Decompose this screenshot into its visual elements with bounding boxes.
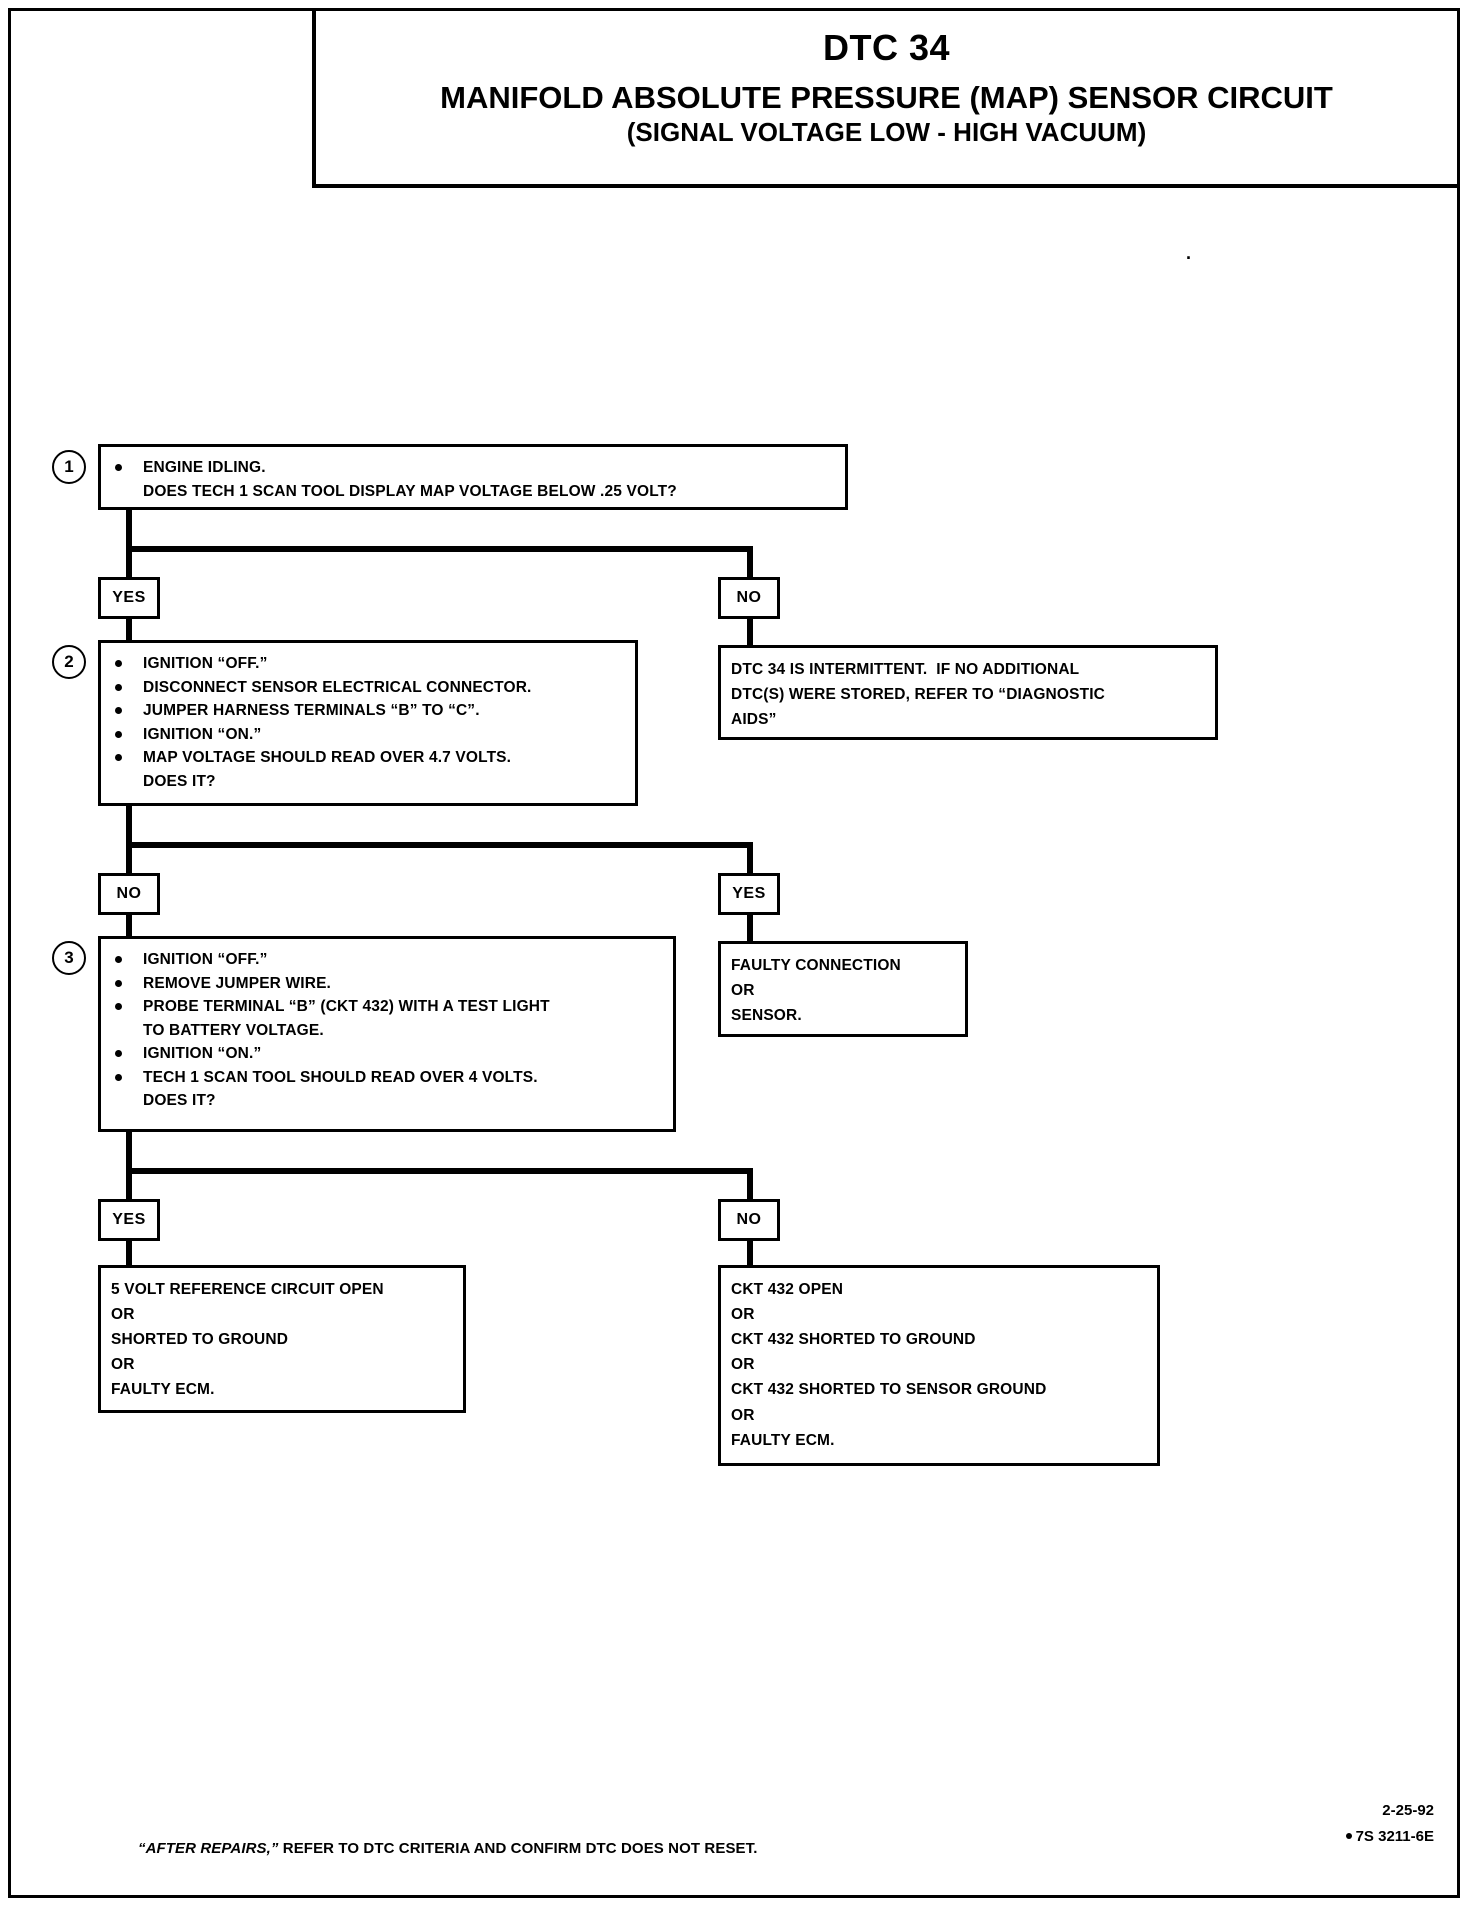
branch-yes-step1: YES bbox=[98, 577, 160, 619]
result-line: DTC(S) WERE STORED, REFER TO “DIAGNOSTIC bbox=[731, 686, 1105, 704]
result-line: AIDS” bbox=[731, 711, 777, 729]
result-line: OR bbox=[731, 1406, 755, 1424]
result-ckt432-text: CKT 432 OPEN OR CKT 432 SHORTED TO GROUN… bbox=[731, 1277, 1147, 1453]
footer-code: 7S 3211-6E bbox=[1345, 1826, 1434, 1849]
result-line: CKT 432 SHORTED TO SENSOR GROUND bbox=[731, 1381, 1047, 1399]
branch-no-step1: NO bbox=[718, 577, 780, 619]
step-2-bullet: DISCONNECT SENSOR ELECTRICAL CONNECTOR. bbox=[111, 676, 625, 700]
result-line: FAULTY ECM. bbox=[111, 1381, 215, 1399]
step-2-bullet: MAP VOLTAGE SHOULD READ OVER 4.7 VOLTS. … bbox=[111, 746, 625, 793]
connector-step3-split bbox=[126, 1168, 753, 1174]
step-3-bullet: PROBE TERMINAL “B” (CKT 432) WITH A TEST… bbox=[111, 995, 663, 1042]
result-ckt432-box: CKT 432 OPEN OR CKT 432 SHORTED TO GROUN… bbox=[718, 1265, 1160, 1466]
step-3-box: IGNITION “OFF.” REMOVE JUMPER WIRE. PROB… bbox=[98, 936, 676, 1132]
result-line: DTC 34 IS INTERMITTENT. IF NO ADDITIONAL bbox=[731, 661, 1080, 678]
chart-title: MANIFOLD ABSOLUTE PRESSURE (MAP) SENSOR … bbox=[440, 80, 1333, 115]
result-faulty-connection-text: FAULTY CONNECTION OR SENSOR. bbox=[731, 953, 955, 1028]
branch-no-step3: NO bbox=[718, 1199, 780, 1241]
step-1-box: ENGINE IDLING. DOES TECH 1 SCAN TOOL DIS… bbox=[98, 444, 848, 510]
connector-step1-down bbox=[126, 510, 132, 552]
connector-step2-down bbox=[126, 806, 132, 848]
result-line: CKT 432 OPEN bbox=[731, 1281, 844, 1298]
result-5volt-reference-text: 5 VOLT REFERENCE CIRCUIT OPEN OR SHORTED… bbox=[111, 1277, 453, 1403]
step-3-bullet: IGNITION “ON.” bbox=[111, 1042, 663, 1066]
footer-note: “AFTER REPAIRS,” REFER TO DTC CRITERIA A… bbox=[138, 1840, 758, 1857]
connector-step3-no-down bbox=[747, 1168, 753, 1200]
step-3-bullet: IGNITION “OFF.” bbox=[111, 948, 663, 972]
step-2-box: IGNITION “OFF.” DISCONNECT SENSOR ELECTR… bbox=[98, 640, 638, 806]
step-1-number: 1 bbox=[52, 450, 86, 484]
step-3-bullet: TECH 1 SCAN TOOL SHOULD READ OVER 4 VOLT… bbox=[111, 1066, 663, 1113]
result-intermittent-box: DTC 34 IS INTERMITTENT. IF NO ADDITIONAL… bbox=[718, 645, 1218, 740]
result-faulty-connection-box: FAULTY CONNECTION OR SENSOR. bbox=[718, 941, 968, 1037]
step-3-bullet-list: IGNITION “OFF.” REMOVE JUMPER WIRE. PROB… bbox=[111, 948, 663, 1113]
chart-header: DTC 34 MANIFOLD ABSOLUTE PRESSURE (MAP) … bbox=[312, 11, 1457, 188]
result-line: CKT 432 SHORTED TO GROUND bbox=[731, 1331, 976, 1349]
result-line: OR bbox=[731, 982, 755, 1000]
step-3-number: 3 bbox=[52, 941, 86, 975]
connector-step2-no-down bbox=[126, 842, 132, 874]
footer-note-italic: “AFTER REPAIRS,” bbox=[138, 1840, 279, 1857]
result-5volt-reference-box: 5 VOLT REFERENCE CIRCUIT OPEN OR SHORTED… bbox=[98, 1265, 466, 1413]
result-line: 5 VOLT REFERENCE CIRCUIT OPEN bbox=[111, 1281, 384, 1298]
bullet-dot-icon bbox=[1345, 1833, 1352, 1839]
step-2-bullet: JUMPER HARNESS TERMINALS “B” TO “C”. bbox=[111, 699, 625, 723]
result-line: SHORTED TO GROUND bbox=[111, 1331, 289, 1349]
connector-step2-yes-down bbox=[747, 842, 753, 874]
connector-no1-to-intermittent bbox=[747, 617, 753, 647]
dtc-code: DTC 34 bbox=[822, 27, 951, 68]
connector-step1-yes-down bbox=[126, 546, 132, 578]
step-2-number: 2 bbox=[52, 645, 86, 679]
result-line: OR bbox=[731, 1356, 755, 1374]
step-2-bullet-list: IGNITION “OFF.” DISCONNECT SENSOR ELECTR… bbox=[111, 652, 625, 793]
connector-yes2-to-faulty bbox=[747, 913, 753, 943]
result-line: OR bbox=[111, 1356, 135, 1374]
connector-step3-yes-down bbox=[126, 1168, 132, 1200]
result-intermittent-text: DTC 34 IS INTERMITTENT. IF NO ADDITIONAL… bbox=[731, 657, 1205, 732]
connector-no3-to-result bbox=[747, 1239, 753, 1269]
result-line: SENSOR. bbox=[731, 1007, 802, 1025]
branch-yes-step2: YES bbox=[718, 873, 780, 915]
step-3-bullet: REMOVE JUMPER WIRE. bbox=[111, 972, 663, 996]
connector-step1-no-down bbox=[747, 546, 753, 578]
step-1-bullet: ENGINE IDLING. DOES TECH 1 SCAN TOOL DIS… bbox=[111, 456, 835, 503]
connector-step3-down bbox=[126, 1132, 132, 1174]
result-line: FAULTY CONNECTION bbox=[731, 957, 901, 974]
result-line: FAULTY ECM. bbox=[731, 1431, 835, 1449]
step-2-bullet: IGNITION “ON.” bbox=[111, 723, 625, 747]
footer-code-text: 7S 3211-6E bbox=[1355, 1828, 1434, 1845]
footer-note-rest: REFER TO DTC CRITERIA AND CONFIRM DTC DO… bbox=[278, 1840, 758, 1857]
result-line: OR bbox=[111, 1306, 135, 1324]
page-border bbox=[8, 8, 1460, 1898]
connector-yes1-to-step2 bbox=[126, 617, 132, 647]
step-2-bullet: IGNITION “OFF.” bbox=[111, 652, 625, 676]
branch-yes-step3: YES bbox=[98, 1199, 160, 1241]
result-line: OR bbox=[731, 1306, 755, 1324]
branch-no-step2: NO bbox=[98, 873, 160, 915]
connector-step1-split bbox=[126, 546, 753, 552]
connector-yes3-to-result bbox=[126, 1239, 132, 1269]
register-tick: . bbox=[1186, 243, 1192, 263]
chart-subtitle: (SIGNAL VOLTAGE LOW - HIGH VACUUM) bbox=[626, 116, 1147, 147]
step-1-bullet-list: ENGINE IDLING. DOES TECH 1 SCAN TOOL DIS… bbox=[111, 456, 835, 503]
connector-step2-split bbox=[126, 842, 753, 848]
connector-no2-to-step3 bbox=[126, 913, 132, 943]
footer-date: 2-25-92 bbox=[1382, 1802, 1434, 1819]
